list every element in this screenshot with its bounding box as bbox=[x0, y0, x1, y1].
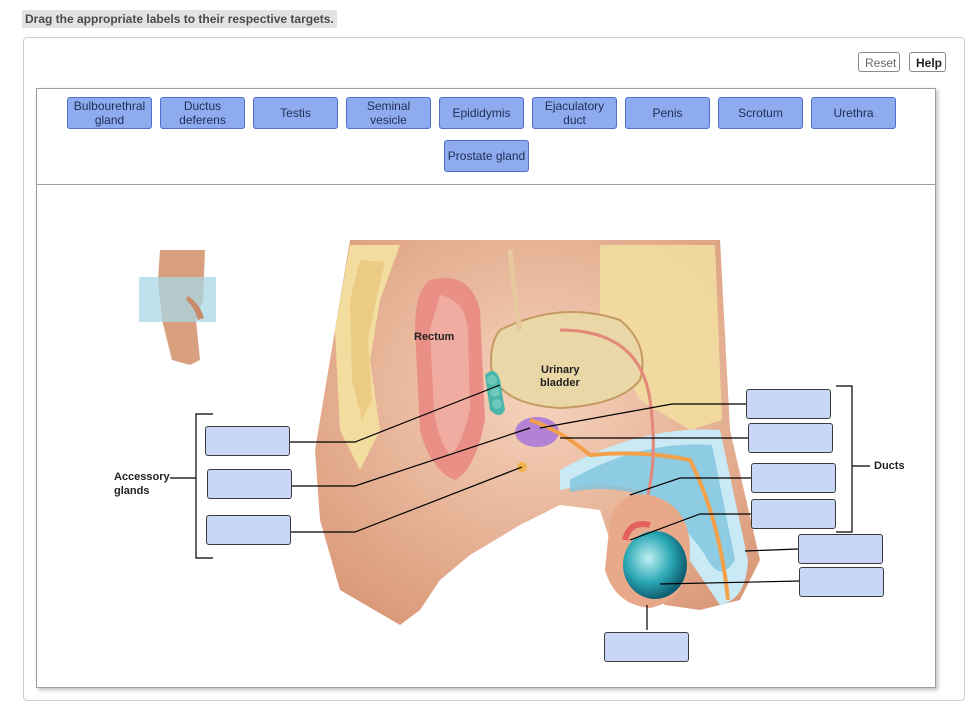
drop-target-scrotum-area[interactable] bbox=[604, 632, 689, 662]
accessory-caption-line2: glands bbox=[114, 485, 150, 497]
drop-target-duct-2[interactable] bbox=[748, 423, 833, 453]
drop-target-accessory-2[interactable] bbox=[207, 469, 292, 499]
drop-target-duct-4[interactable] bbox=[751, 499, 836, 529]
drop-target-testis-area[interactable] bbox=[799, 567, 884, 597]
bladder-caption-line1: Urinary bbox=[541, 364, 580, 376]
reset-button[interactable]: Reset bbox=[858, 52, 900, 72]
label-scrotum[interactable]: Scrotum bbox=[718, 97, 803, 129]
drop-target-accessory-1[interactable] bbox=[205, 426, 290, 456]
drop-target-accessory-3[interactable] bbox=[206, 515, 291, 545]
label-prostate-gland[interactable]: Prostate gland bbox=[444, 140, 529, 172]
label-ejaculatory-duct[interactable]: Ejaculatory duct bbox=[532, 97, 617, 129]
label-urethra[interactable]: Urethra bbox=[811, 97, 896, 129]
label-epididymis[interactable]: Epididymis bbox=[439, 97, 524, 129]
drop-target-duct-1[interactable] bbox=[746, 389, 831, 419]
label-bulbourethral-gland[interactable]: Bulbourethral gland bbox=[67, 97, 152, 129]
label-seminal-vesicle[interactable]: Seminal vesicle bbox=[346, 97, 431, 129]
accessory-caption-line1: Accessory bbox=[114, 471, 170, 483]
label-penis[interactable]: Penis bbox=[625, 97, 710, 129]
body-thumbnail bbox=[139, 250, 216, 365]
ducts-caption: Ducts bbox=[874, 460, 905, 472]
bladder-caption-line2: bladder bbox=[540, 377, 580, 389]
drop-target-duct-3[interactable] bbox=[751, 463, 836, 493]
drop-target-penis-area[interactable] bbox=[798, 534, 883, 564]
instruction-text: Drag the appropriate labels to their res… bbox=[22, 10, 337, 28]
help-button[interactable]: Help bbox=[909, 52, 946, 72]
rectum-caption: Rectum bbox=[414, 331, 455, 343]
leader-lines bbox=[170, 384, 870, 630]
label-bank-divider bbox=[36, 184, 936, 185]
pelvis-cross-section bbox=[315, 240, 760, 625]
label-testis[interactable]: Testis bbox=[253, 97, 338, 129]
label-ductus-deferens[interactable]: Ductus deferens bbox=[160, 97, 245, 129]
